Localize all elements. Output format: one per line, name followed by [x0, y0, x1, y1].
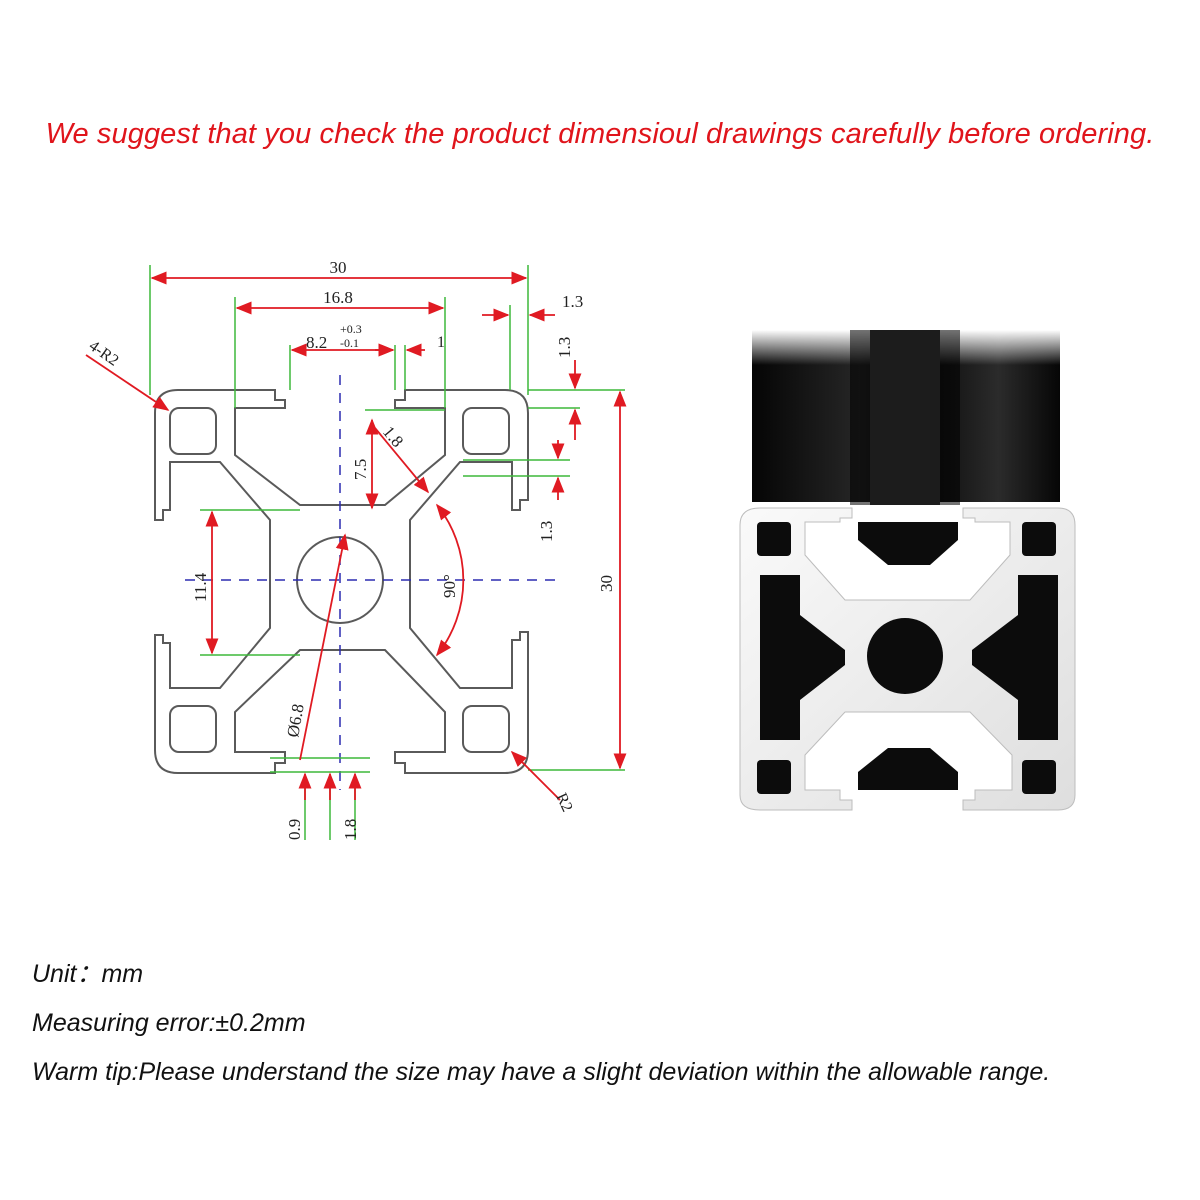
dim-rib: 1.8 — [379, 422, 407, 450]
dim-overall-width: 30 — [330, 258, 347, 277]
dim-slot-tol-minus: -0.1 — [340, 336, 359, 350]
extension-lines — [149, 265, 625, 840]
dim-lip-1: 1 — [437, 334, 445, 351]
dim-wall-right: 1.3 — [555, 337, 574, 358]
dim-corner-radius-4: 4-R2 — [86, 337, 122, 369]
note-error: Measuring error:±0.2mm — [32, 1009, 306, 1037]
dimension-arrows — [85, 271, 627, 801]
dim-bottom-rib: 1.8 — [341, 819, 360, 840]
dim-slot-tol-plus: +0.3 — [340, 322, 362, 336]
note-unit: Unit：mm — [32, 960, 144, 988]
dim-corner-radius: R2 — [552, 791, 575, 815]
center-lines — [185, 375, 555, 790]
dim-slot-outer: 16.8 — [323, 288, 353, 307]
notes: Unit：mm Measuring error:±0.2mm Warm tip:… — [32, 950, 1050, 1097]
dim-wall-side: 1.3 — [537, 521, 556, 542]
dim-depth: 7.5 — [351, 459, 370, 480]
dim-slot-opening: 8.2 — [306, 333, 327, 352]
dim-overall-height: 30 — [597, 575, 616, 592]
headline: We suggest that you check the product di… — [45, 118, 1155, 150]
dim-bore: Ø6.8 — [283, 702, 308, 738]
note-tip: Warm tip:Please understand the size may … — [32, 1058, 1051, 1086]
dim-bottom-lip: 0.9 — [285, 819, 304, 840]
profile-product-image — [739, 330, 1076, 811]
dim-wall-top: 1.3 — [562, 292, 583, 311]
dim-inner-width: 11.4 — [191, 572, 210, 602]
dim-angle: 90° — [440, 574, 459, 598]
profile-outline — [154, 389, 529, 774]
